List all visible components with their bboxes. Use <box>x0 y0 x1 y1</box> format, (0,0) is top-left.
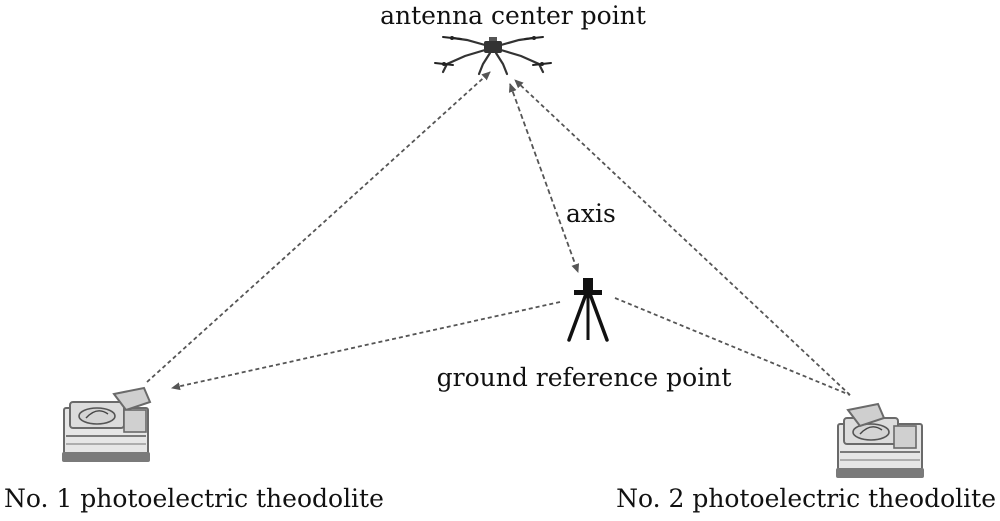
label-theodolite-1: No. 1 photoelectric theodolite <box>4 484 384 513</box>
theodolite-icon <box>62 386 152 462</box>
label-ground-reference-point: ground reference point <box>437 363 732 392</box>
label-theodolite-2: No. 2 photoelectric theodolite <box>616 484 996 513</box>
line-ground-to-theodolite2 <box>614 297 851 396</box>
drone-icon <box>434 36 552 76</box>
label-axis: axis <box>566 199 616 228</box>
label-antenna-center-point: antenna center point <box>380 1 646 30</box>
tripod-icon <box>567 278 609 342</box>
theodolite-icon <box>836 402 924 478</box>
axis-double-arrow <box>508 83 580 273</box>
line-theodolite1-to-antenna <box>146 71 491 383</box>
line-ground-to-theodolite1 <box>171 301 561 391</box>
